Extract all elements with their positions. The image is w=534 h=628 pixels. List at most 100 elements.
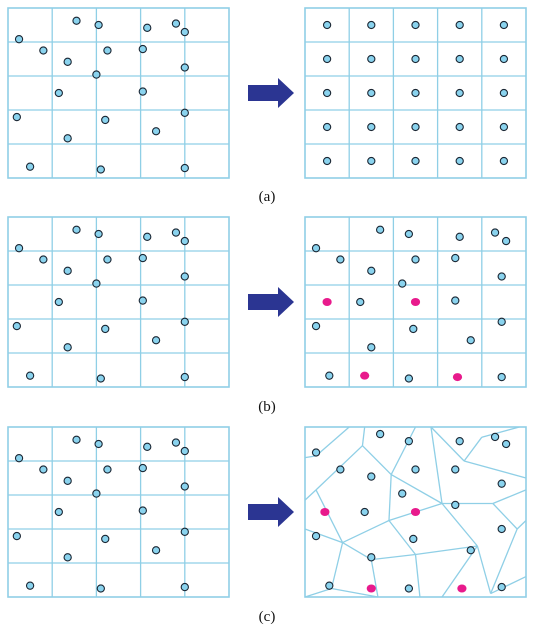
cell-edge	[304, 489, 317, 501]
sensor-node	[103, 255, 112, 264]
sensor-node	[367, 553, 376, 562]
sensor-node	[497, 479, 506, 488]
sensor-node	[171, 228, 181, 237]
sensor-node	[94, 439, 103, 449]
sensor-node	[466, 336, 475, 345]
sensor-node	[367, 20, 376, 30]
cell-edge	[430, 426, 443, 504]
cell-edge	[304, 528, 343, 544]
sensor-node	[63, 134, 72, 143]
sensor-node	[404, 437, 414, 446]
cell-edge	[315, 489, 344, 543]
sensor-node	[356, 297, 365, 307]
sensor-node	[54, 507, 63, 517]
sensor-node	[411, 255, 420, 264]
sensor-node	[336, 255, 345, 264]
cell-edge	[390, 426, 417, 475]
sensor-node	[375, 225, 385, 234]
sensor-node	[451, 465, 460, 474]
sensor-node	[451, 500, 460, 510]
sensor-node	[367, 343, 376, 352]
sensor-node	[72, 16, 81, 25]
sensor-node	[138, 44, 147, 54]
grid-border	[7, 426, 230, 598]
panel-a	[7, 7, 527, 179]
cluster-head-node	[320, 508, 330, 516]
cell-edge	[430, 426, 465, 462]
sensor-node	[501, 439, 511, 449]
sensor-node	[143, 442, 152, 451]
sensor-node	[367, 156, 376, 166]
sensor-node	[180, 527, 189, 536]
sensor-node	[311, 448, 321, 457]
sensor-node	[92, 70, 101, 79]
cell-edge	[463, 436, 483, 462]
sensor-node	[39, 255, 48, 264]
grid-border	[304, 216, 527, 388]
cell-edge	[370, 559, 379, 598]
sensor-node	[96, 165, 105, 174]
sensor-node	[180, 317, 189, 326]
sensor-node	[325, 371, 334, 380]
sensor-node	[180, 27, 189, 37]
right-result	[304, 216, 527, 388]
sensor-node	[63, 266, 72, 275]
sensor-node	[12, 112, 21, 122]
grid-border	[304, 7, 527, 179]
sensor-node	[322, 20, 332, 30]
sensor-node	[411, 88, 420, 98]
cell-edge	[490, 528, 518, 594]
cell-edge	[492, 489, 527, 505]
sensor-node	[411, 20, 420, 30]
cell-edge	[492, 503, 518, 530]
grid-border	[7, 7, 230, 179]
cell-edge	[481, 426, 520, 438]
sensor-node	[39, 465, 48, 474]
sensor-node	[375, 429, 385, 439]
sensor-node	[451, 253, 460, 263]
sensor-node	[451, 296, 460, 305]
sensor-node	[25, 162, 35, 171]
right-result	[304, 426, 527, 598]
cell-edge	[476, 545, 492, 594]
sensor-node	[25, 581, 35, 590]
sensor-node	[72, 225, 81, 234]
sensor-node	[455, 156, 464, 166]
sensor-node	[138, 296, 147, 305]
cell-edge	[330, 542, 344, 589]
sensor-node	[101, 324, 110, 334]
sensor-node	[322, 88, 332, 98]
sensor-node	[411, 156, 420, 166]
sensor-node	[138, 87, 147, 96]
sensor-node	[138, 253, 147, 263]
sensor-node	[63, 57, 72, 66]
sensor-node	[499, 54, 509, 64]
sensor-node	[497, 524, 506, 534]
sensor-node	[501, 236, 511, 246]
left-grid	[7, 7, 230, 179]
cell-edge	[388, 474, 392, 521]
sensor-node	[143, 23, 152, 32]
sensor-node	[63, 343, 72, 352]
sensor-node	[143, 232, 152, 241]
sensor-node	[367, 472, 376, 481]
cell-edge	[342, 542, 372, 561]
cell-edge	[463, 460, 527, 479]
cell-edge	[516, 520, 527, 530]
sensor-node	[180, 236, 189, 246]
cell-edge	[490, 576, 527, 595]
sensor-node	[367, 54, 376, 64]
sensor-node	[14, 244, 24, 253]
left-grid	[7, 426, 230, 598]
sensor-node	[180, 582, 189, 592]
sensor-node	[25, 371, 35, 380]
cell-edge	[441, 503, 478, 547]
sensor-node	[180, 446, 189, 456]
sensor-node	[455, 122, 464, 132]
sensor-node	[404, 584, 414, 593]
sensor-node	[455, 232, 464, 241]
sensor-node	[367, 88, 376, 98]
caption-a: (a)	[259, 189, 276, 205]
sensor-node	[96, 374, 105, 383]
sensor-node	[404, 374, 414, 383]
